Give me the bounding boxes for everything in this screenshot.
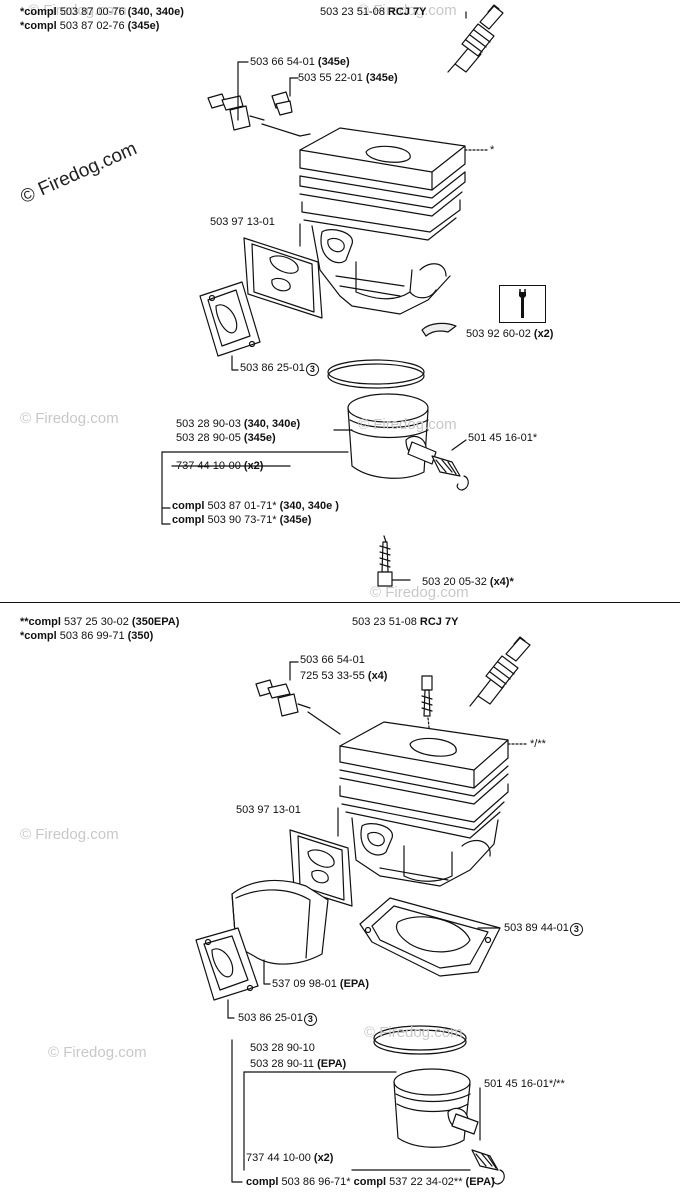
piston-ring-icon	[373, 1025, 467, 1055]
circlip-icon	[456, 475, 469, 491]
screw-icon	[421, 675, 433, 717]
base-gasket-icon	[359, 897, 501, 977]
washer-label: 503 92 60-02 (x2)	[466, 328, 554, 340]
kit-label-a: compl 503 87 01-71* (340, 340e )	[172, 500, 339, 512]
cylinder-icon	[339, 721, 509, 887]
valve-label: 503 66 54-01	[300, 654, 365, 666]
watermark: © Firedog.com	[364, 1024, 463, 1041]
spark-plug-icon	[447, 4, 504, 73]
circlip-label: 737 44 10-00 (x2)	[246, 1152, 334, 1164]
piston-label-b: 503 28 90-11 (EPA)	[250, 1058, 347, 1070]
heat-shield-icon	[231, 879, 329, 965]
heat-shield-label: 537 09 98-01 (EPA)	[272, 978, 370, 990]
section-divider	[0, 602, 680, 603]
wrench-icon	[519, 289, 526, 318]
tool-box	[499, 285, 546, 323]
intake-gasket-icon	[199, 281, 261, 357]
decompression-valve-icon	[207, 93, 265, 131]
cylinder-icon	[299, 127, 466, 315]
piston-ring-icon	[327, 359, 425, 389]
spark-plug-label: 503 23 51-08 RCJ 7Y	[320, 6, 427, 18]
circlip-label: 737 44 10-00 (x2)	[176, 460, 264, 472]
plug-label: 503 55 22-01 (345e)	[298, 72, 398, 84]
piston-icon	[347, 393, 429, 479]
valve-label: 503 66 54-01 (345e)	[250, 56, 350, 68]
cylinder-marker: *	[490, 144, 495, 156]
washer-icon	[421, 322, 457, 337]
bottom-header-line-1: **compl 537 25 30-02 (350EPA)	[20, 616, 180, 628]
piston-label-a: 503 28 90-10	[250, 1042, 315, 1054]
watermark: © Firedog.com	[20, 826, 119, 843]
intake-gasket-icon	[195, 927, 259, 1001]
watermark: © Firedog.com	[28, 2, 127, 19]
watermark: © Firedog.com	[48, 1044, 147, 1061]
bottom-header-line-2: *compl 503 86 99-71 (350)	[20, 630, 154, 642]
spark-plug-icon	[469, 636, 531, 707]
cylinder-marker: */**	[530, 738, 546, 750]
kit-line: compl 503 86 96-71* compl 537 22 34-02**…	[246, 1176, 495, 1188]
top-header-line-2: *compl 503 87 02-76 (345e)	[20, 20, 160, 32]
cylinder-gasket-icon	[243, 237, 323, 319]
kit-label-b: compl 503 90 73-71* (345e)	[172, 514, 312, 526]
watermark: © Firedog.com	[20, 410, 119, 427]
piston-label-a: 503 28 90-03 (340, 340e)	[176, 418, 301, 430]
gasket-label: 503 97 13-01	[236, 804, 301, 816]
spark-plug-label: 503 23 51-08 RCJ 7Y	[352, 616, 459, 628]
screw-label: 725 53 33-55 (x4)	[300, 670, 388, 682]
screw-icon	[377, 535, 411, 587]
needle-bearing-icon	[451, 1113, 499, 1171]
circlip-icon	[492, 1169, 505, 1185]
watermark: © Firedog.com	[358, 2, 457, 19]
decompression-valve-icon	[255, 679, 311, 717]
plug-icon	[271, 91, 293, 116]
needle-bearing-icon	[407, 441, 461, 477]
gasket-label: 503 97 13-01	[210, 216, 275, 228]
watermark: © Firedog.com	[358, 416, 457, 433]
piston-icon	[393, 1068, 471, 1148]
bearing-label: 501 45 16-01*/**	[484, 1078, 565, 1090]
piston-label-b: 503 28 90-05 (345e)	[176, 432, 276, 444]
bearing-label: 501 45 16-01*	[468, 432, 538, 444]
top-header-line-1: *compl 503 87 00-76 (340, 340e)	[20, 6, 184, 18]
screw-label: 503 20 05-32 (x4)*	[422, 576, 514, 588]
watermark: © Firedog.com	[370, 584, 469, 601]
